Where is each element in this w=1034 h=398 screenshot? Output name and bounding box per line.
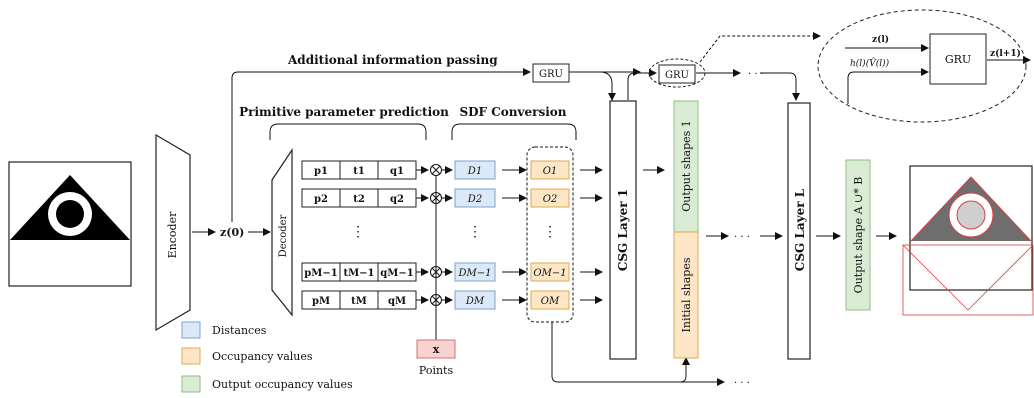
legend-label: Distances [212, 324, 267, 337]
svg-text:Initial shapes: Initial shapes [680, 257, 693, 332]
svg-text:x: x [433, 343, 440, 356]
occupancy-box [530, 262, 570, 282]
occupancy-label: O2 [543, 194, 558, 205]
ellipsis-bottom: · · · [734, 378, 750, 389]
z0-label: z(0) [220, 226, 244, 239]
param-p-label: pM−1 [304, 268, 337, 279]
input-image [8, 161, 132, 287]
distance-label: D1 [467, 166, 482, 177]
distance-label: D2 [467, 194, 482, 205]
gru-detail: GRU z(l) h(l)(V̂(l)) z(l+1) [817, 9, 1031, 123]
distance-box [454, 262, 496, 282]
arrow-to-initial [679, 357, 690, 383]
svg-text:Output shapes 1: Output shapes 1 [680, 120, 693, 212]
csg-layer-1: CSG Layer 1 [609, 100, 637, 360]
legend-label: Occupancy values [212, 350, 313, 363]
h-l-label: h(l)(V̂(l)) [850, 57, 890, 69]
parameter-row: pM tM qM DM OM [301, 290, 603, 310]
param-p-label: p1 [314, 166, 328, 177]
ellipsis-gru: · · · [748, 69, 764, 80]
param-q-label: q2 [390, 194, 404, 205]
brace-primitive [269, 123, 427, 140]
svg-text:CSG Layer L: CSG Layer L [793, 188, 807, 271]
dots-dist: ⋮ [468, 224, 482, 240]
param-p-label: pM [312, 296, 330, 307]
occupancy-group [526, 146, 574, 323]
param-t-label: t1 [353, 166, 365, 177]
distance-label: DM [465, 296, 485, 307]
output-image [902, 165, 1034, 316]
additional-info-label: Additional information passing [287, 53, 498, 67]
param-t-label: t2 [353, 194, 365, 205]
sdf-conv-label: SDF Conversion [459, 105, 566, 119]
arrow-to-csgL [760, 72, 800, 101]
primitive-pred-label: Primitive parameter prediction [239, 105, 449, 119]
gru-1: GRU [532, 63, 570, 83]
points-label: Points [419, 364, 454, 377]
encoder-label: Encoder [166, 211, 179, 258]
param-t-label: tM−1 [343, 268, 374, 279]
legend-swatch [181, 375, 201, 393]
arrow-occ-bottom [551, 322, 725, 386]
callout-arrow [699, 32, 821, 63]
legend-label: Output occupancy values [212, 378, 353, 391]
param-p-label: p2 [314, 194, 328, 205]
additional-info-path [231, 68, 641, 222]
points-box: x [416, 339, 456, 359]
svg-text:Output shape A ∪* B: Output shape A ∪* B [852, 177, 865, 294]
arrow-csg1-gru2 [627, 69, 657, 100]
decoder-block: Decoder [271, 148, 293, 317]
distance-box [454, 160, 496, 180]
parameter-row: p2 t2 q2 D2 O2 [301, 188, 603, 208]
distance-box [454, 188, 496, 208]
svg-text:GRU: GRU [539, 69, 563, 80]
output-shape: Output shape A ∪* B [845, 159, 871, 311]
distance-box [454, 290, 496, 310]
occupancy-label: OM−1 [533, 268, 566, 279]
parameter-row: p1 t1 q1 D1 O1 [301, 160, 603, 180]
parameter-rows: p1 t1 q1 D1 O1 p2 t2 q2 D2 O2 pM−1 tM−1 qM−1 DM−1 OM−1… [301, 160, 603, 310]
csg-layer-l: CSG Layer L [787, 102, 811, 360]
z-l1-label: z(l+1) [990, 48, 1021, 59]
svg-text:GRU: GRU [665, 70, 689, 81]
svg-text:GRU: GRU [945, 53, 971, 66]
z-l-label: z(l) [872, 34, 889, 45]
occupancy-box [530, 188, 570, 208]
occupancy-box [530, 290, 570, 310]
svg-text:CSG Layer 1: CSG Layer 1 [616, 189, 630, 271]
dots-params: ⋮ [351, 224, 365, 240]
initial-shapes: Initial shapes [673, 231, 699, 359]
distance-label: DM−1 [458, 268, 492, 279]
dots-occ: ⋮ [543, 224, 557, 240]
occupancy-label: OM [541, 296, 560, 307]
brace-sdf [451, 123, 577, 140]
occupancy-box [530, 160, 570, 180]
decoder-label: Decoder [278, 214, 289, 257]
ellipsis-mid: · · · [734, 232, 750, 243]
legend-swatch [181, 321, 201, 339]
occupancy-label: O1 [543, 166, 558, 177]
param-t-label: tM [351, 296, 367, 307]
legend-swatch [181, 347, 201, 365]
param-q-label: qM−1 [380, 268, 413, 279]
parameter-row: pM−1 tM−1 qM−1 DM−1 OM−1 [301, 262, 603, 282]
output-shapes-1: Output shapes 1 [673, 100, 699, 233]
param-q-label: q1 [390, 166, 404, 177]
encoder-block: Encoder [155, 133, 191, 332]
param-q-label: qM [388, 296, 406, 307]
